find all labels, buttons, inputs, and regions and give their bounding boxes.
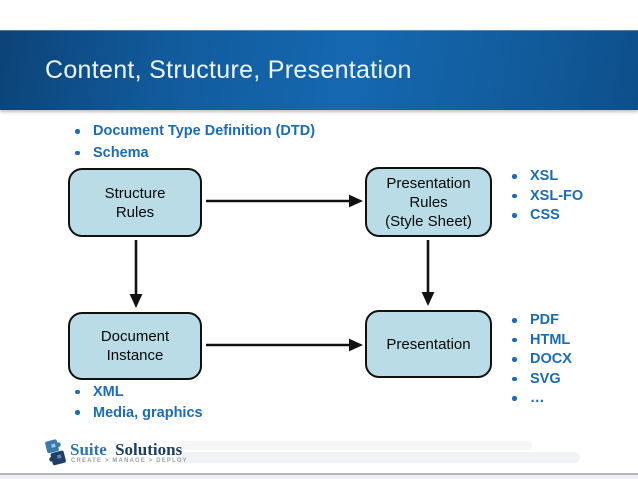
footer-decoration <box>176 441 532 450</box>
logo-tagline: CREATE > MANAGE > DEPLOY <box>71 458 188 464</box>
arrow-document-instance-to-presentation <box>206 338 363 352</box>
box-label-line: (Style Sheet) <box>385 212 472 230</box>
arrow-presentation-rules-to-presentation <box>421 240 435 306</box>
page-title: Content, Structure, Presentation <box>45 56 412 84</box>
list-item: … <box>505 389 572 409</box>
list-item: HTML <box>505 331 572 351</box>
content-sources-list: XML Media, graphics <box>68 382 203 423</box>
logo-word-suite: Suite <box>70 440 107 459</box>
box-label-line: Presentation <box>386 174 471 192</box>
definition-types-list: Document Type Definition (DTD) Schema <box>68 121 315 164</box>
header-band <box>0 30 638 110</box>
diagram-box-document-instance: Document Instance <box>68 312 202 380</box>
footer-divider <box>0 473 638 475</box>
list-item: Schema <box>68 143 315 165</box>
list-item: Document Type Definition (DTD) <box>68 121 315 143</box>
footer-margin <box>0 475 638 479</box>
style-languages-list: XSL XSL-FO CSS <box>505 167 583 226</box>
box-label-line: Document <box>100 328 170 345</box>
diagram-box-presentation: Presentation <box>365 310 492 378</box>
output-formats-list: PDF HTML DOCX SVG … <box>505 311 572 409</box>
footer-decoration <box>176 452 580 463</box>
suite-solutions-logo: Suite Solutions CREATE > MANAGE > DEPLOY <box>44 437 224 469</box>
list-item: Media, graphics <box>68 403 203 424</box>
list-item: DOCX <box>505 350 572 370</box>
list-item: XSL <box>505 167 583 187</box>
arrow-structure-to-document-instance <box>129 240 143 308</box>
logo-wordmark: Suite Solutions <box>70 440 182 460</box>
box-label-line: Presentation <box>386 335 471 353</box>
list-item: PDF <box>505 311 572 331</box>
list-item: CSS <box>505 206 583 226</box>
box-label-line: Structure <box>104 184 166 202</box>
logo-word-solutions: Solutions <box>115 440 183 459</box>
box-label-line: Instance <box>106 347 164 364</box>
diagram-box-presentation-rules: Presentation Rules (Style Sheet) <box>365 167 492 237</box>
box-label-line: Rules <box>409 193 448 211</box>
list-item: XSL-FO <box>505 187 583 207</box>
box-label-line: Rules <box>115 203 155 221</box>
diagram-box-structure-rules: Structure Rules <box>68 168 202 237</box>
puzzle-piece-icon <box>45 439 66 466</box>
list-item: XML <box>68 382 203 403</box>
arrow-structure-to-presentation-rules <box>206 194 363 208</box>
list-item: SVG <box>505 370 572 390</box>
